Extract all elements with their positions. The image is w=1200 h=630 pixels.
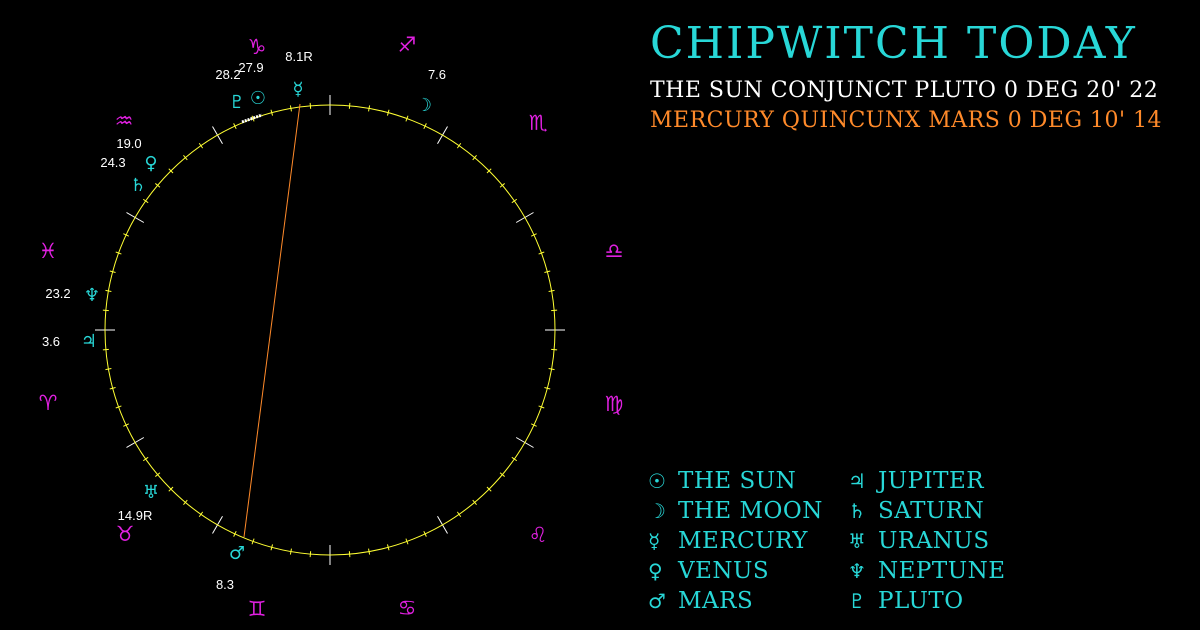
mercury-planet-icon: ☿ <box>292 79 303 100</box>
mercury-degree-label: 8.1R <box>285 49 312 64</box>
taurus-sign-icon: ♉ <box>116 522 135 546</box>
jupiter-degree-label: 3.6 <box>42 334 60 349</box>
saturn-icon: ♄ <box>848 499 866 523</box>
primary-aspect-text: THE SUN CONJUNCT PLUTO 0 DEG 20' 22 <box>650 78 1159 103</box>
secondary-aspect-text: MERCURY QUINCUNX MARS 0 DEG 10' 14 <box>650 108 1163 133</box>
capricorn-sign-icon: ♑ <box>248 35 267 59</box>
sign-glyphs: ♑ ♐ ♏ ♎ ♍ ♌ ♋ ♊ ♉ ♈ ♓ ♒ <box>39 33 624 621</box>
jupiter-icon: ♃ <box>848 469 866 493</box>
legend-item-saturn: ♄ SATURN <box>848 496 984 526</box>
neptune-planet-icon: ♆ <box>84 285 100 306</box>
gemini-sign-icon: ♊ <box>248 597 267 621</box>
libra-sign-icon: ♎ <box>605 239 624 263</box>
legend-label: MARS <box>678 588 754 614</box>
aquarius-degree-label: 19.0 <box>116 136 141 151</box>
mercury-icon: ☿ <box>648 529 661 553</box>
legend-item-mars: ♂ MARS <box>648 586 753 616</box>
pisces-sign-icon: ♓ <box>39 239 58 263</box>
legend-item-venus: ♀ VENUS <box>648 556 769 586</box>
legend-label: THE SUN <box>678 468 797 494</box>
sagittarius-sign-icon: ♐ <box>398 33 417 57</box>
legend-label: URANUS <box>878 528 990 554</box>
pluto-degree-label: 28.2 <box>215 67 240 82</box>
moon-planet-icon: ☽ <box>416 95 432 116</box>
leo-sign-icon: ♌ <box>529 523 548 547</box>
aries-sign-icon: ♈ <box>39 391 58 415</box>
legend-item-pluto: ♇ PLUTO <box>848 586 964 616</box>
page-title: CHIPWITCH TODAY <box>650 18 1137 69</box>
legend-item-mercury: ☿ MERCURY <box>648 526 808 556</box>
mars-degree-label: 8.3 <box>216 577 234 592</box>
neptune-icon: ♆ <box>848 559 866 583</box>
zodiac-ring <box>104 104 556 556</box>
uranus-degree-label: 14.9R <box>118 508 153 523</box>
legend-item-moon: ☽ THE MOON <box>648 496 823 526</box>
degree-ticks <box>95 95 565 565</box>
legend-label: JUPITER <box>878 468 985 494</box>
legend-label: SATURN <box>878 498 985 524</box>
legend-item-jupiter: ♃ JUPITER <box>848 466 984 496</box>
legend-item-neptune: ♆ NEPTUNE <box>848 556 1006 586</box>
moon-degree-label: 7.6 <box>428 67 446 82</box>
sun-icon: ☉ <box>648 469 666 493</box>
venus-icon: ♀ <box>648 559 663 583</box>
aspect-line-mercury-mars <box>243 103 301 538</box>
sun-planet-icon: ☉ <box>250 88 266 109</box>
mars-icon: ♂ <box>648 589 666 613</box>
cancer-sign-icon: ♋ <box>398 596 417 620</box>
pluto-cluster-marker <box>241 113 263 124</box>
legend-label: THE MOON <box>678 498 823 524</box>
legend-item-uranus: ♅ URANUS <box>848 526 990 556</box>
natal-wheel-chart: ♑ ♐ ♏ ♎ ♍ ♌ ♋ ♊ ♉ ♈ ♓ ♒ ☉ ☽ ☿ ♀ ♂ ♃ ♄ ♅ … <box>39 33 624 621</box>
virgo-sign-icon: ♍ <box>605 392 624 416</box>
pluto-planet-icon: ♇ <box>229 92 245 113</box>
aquarius-sign-icon: ♒ <box>115 109 134 133</box>
sun-degree-label: 27.9 <box>238 60 263 75</box>
moon-icon: ☽ <box>648 499 666 523</box>
planet-glyphs: ☉ ☽ ☿ ♀ ♂ ♃ ♄ ♅ ♆ ♇ <box>81 79 432 564</box>
scorpio-sign-icon: ♏ <box>529 111 548 135</box>
legend-label: NEPTUNE <box>878 558 1006 584</box>
legend-label: PLUTO <box>878 588 964 614</box>
legend-label: VENUS <box>678 558 770 584</box>
venus-degree-label: 24.3 <box>100 155 125 170</box>
saturn-planet-icon: ♄ <box>130 175 146 196</box>
mars-planet-icon: ♂ <box>229 543 245 564</box>
legend-item-sun: ☉ THE SUN <box>648 466 796 496</box>
neptune-degree-label: 23.2 <box>45 286 70 301</box>
pluto-icon: ♇ <box>848 589 866 613</box>
degree-labels: 7.6 8.1R 24.3 8.3 3.6 14.9R 23.2 28.2 27… <box>42 49 446 592</box>
jupiter-planet-icon: ♃ <box>81 331 97 352</box>
uranus-icon: ♅ <box>848 529 866 553</box>
uranus-planet-icon: ♅ <box>143 482 159 503</box>
legend-label: MERCURY <box>678 528 808 554</box>
venus-planet-icon: ♀ <box>144 153 157 174</box>
